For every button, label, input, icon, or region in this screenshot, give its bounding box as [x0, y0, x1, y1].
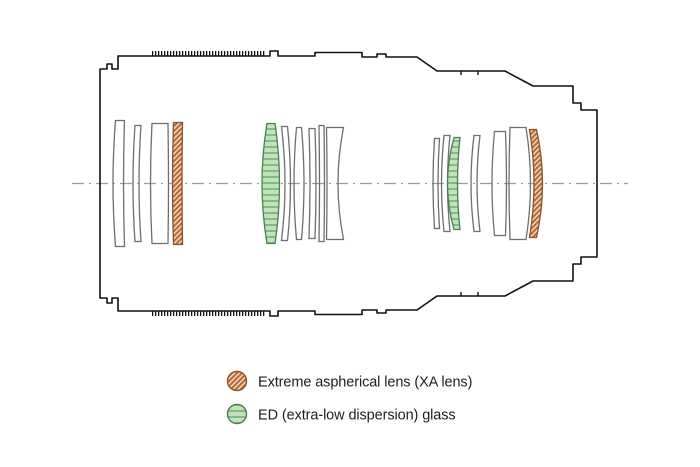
lens-element-g3-e4	[470, 134, 481, 233]
lens-element-g3-e3-ed	[446, 136, 461, 231]
ed-swatch-icon	[226, 403, 248, 425]
lens-element-g2-e1-ed	[261, 122, 281, 245]
lens-element-g3-e2	[440, 134, 451, 233]
legend: Extreme aspherical lens (XA lens) ED (ex…	[226, 370, 472, 425]
lens-element-g3-e7-xa	[528, 128, 544, 239]
lens-element-g3-e6	[508, 126, 532, 241]
lens-element-g2-e6	[325, 126, 345, 241]
lens-element-g2-e4	[308, 127, 317, 240]
lens-element-g3-e1	[432, 137, 441, 230]
lens-element-g2-e3	[293, 126, 305, 241]
lens-element-g1-e2	[132, 124, 142, 243]
lens-element-g2-e2	[280, 125, 292, 242]
lens-barrel-outline	[99, 50, 598, 317]
lens-elements	[112, 119, 544, 248]
legend-label-ed: ED (extra-low dispersion) glass	[258, 408, 456, 424]
lens-element-g1-e4-xa	[171, 121, 184, 246]
lens-element-g2-e5	[318, 124, 326, 243]
lens-element-g3-e5	[491, 130, 508, 237]
xa-swatch-icon	[226, 370, 248, 392]
lens-element-g1-e1	[112, 119, 126, 248]
lens-element-g1-e3	[149, 122, 170, 245]
barrel-outline-path	[99, 50, 598, 317]
legend-label-xa: Extreme aspherical lens (XA lens)	[258, 375, 472, 391]
